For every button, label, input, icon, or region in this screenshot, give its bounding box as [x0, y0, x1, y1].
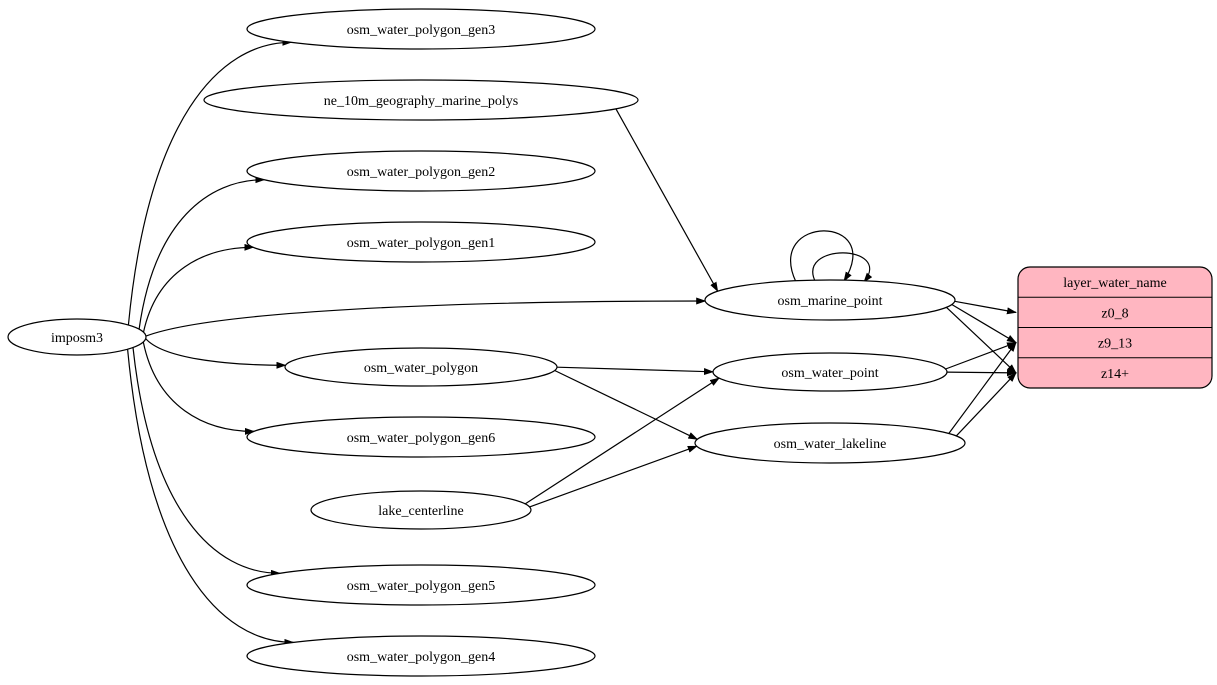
- edge-imposm3-osm_water_polygon_gen4: [127, 349, 295, 646]
- node-imposm3: imposm3: [7, 318, 147, 356]
- node-label-osm_water_lakeline: osm_water_lakeline: [774, 437, 887, 452]
- node-label-osm_marine_point: osm_marine_point: [778, 294, 883, 309]
- node-shape-osm_water_polygon_gen2: [246, 150, 596, 192]
- nodes-layer: imposm3 osm_water_polygon_gen3 ne_10m_geog…: [7, 8, 1213, 677]
- edge-osm_water_lakeline-z14+: [955, 372, 1017, 437]
- node-label-imposm3: imposm3: [51, 331, 103, 346]
- node-shape-osm_water_lakeline: [694, 422, 966, 464]
- node-osm_water_polygon_gen6: osm_water_polygon_gen6: [246, 416, 596, 458]
- edge-imposm3-osm_marine_point: [145, 297, 707, 337]
- node-lake_centerline: lake_centerline: [310, 490, 532, 530]
- node-shape-ne_10m_geography_marine_polys: [203, 79, 639, 121]
- node-shape-osm_water_polygon_gen4: [246, 635, 596, 677]
- node-layer_water_name: layer_water_name z0_8 z9_13 z14+: [1017, 266, 1213, 389]
- node-osm_water_polygon_gen4: osm_water_polygon_gen4: [246, 635, 596, 677]
- node-label-osm_water_point: osm_water_point: [781, 366, 878, 381]
- node-shape-osm_water_point: [712, 352, 948, 392]
- node-shape-osm_water_polygon_gen1: [246, 221, 596, 263]
- node-shape-osm_water_polygon_gen5: [246, 564, 596, 606]
- node-ne_10m_geography_marine_polys: ne_10m_geography_marine_polys: [203, 79, 639, 121]
- record-title: layer_water_name: [1063, 276, 1166, 291]
- edge-osm_water_point-z14+: [946, 369, 1017, 377]
- node-label-osm_water_polygon_gen2: osm_water_polygon_gen2: [347, 165, 496, 180]
- node-osm_water_polygon_gen1: osm_water_polygon_gen1: [246, 221, 596, 263]
- edge-imposm3-osm_water_polygon_gen6: [142, 341, 255, 435]
- record-row-z0_8: z0_8: [1101, 306, 1128, 321]
- edge-ne_10m_geography_marine_polys-osm_marine_point: [615, 108, 719, 293]
- node-label-osm_water_polygon_gen3: osm_water_polygon_gen3: [347, 23, 496, 38]
- node-label-osm_water_polygon_gen6: osm_water_polygon_gen6: [347, 431, 496, 446]
- edge-osm_marine_point-z14+: [945, 306, 1017, 374]
- node-shape-osm_marine_point: [704, 279, 956, 321]
- edge-osm_marine_point-z0_8: [954, 300, 1017, 315]
- node-label-osm_water_polygon_gen1: osm_water_polygon_gen1: [347, 236, 496, 251]
- edge-lake_centerline-osm_water_point: [524, 377, 720, 505]
- edges-layer: [127, 38, 1017, 646]
- edge-imposm3-osm_water_polygon: [145, 338, 287, 369]
- node-shape-osm_water_polygon_gen6: [246, 416, 596, 458]
- node-osm_water_polygon: osm_water_polygon: [284, 347, 558, 387]
- edge-osm_water_lakeline-z9_13: [948, 341, 1017, 434]
- node-label-osm_water_polygon_gen5: osm_water_polygon_gen5: [347, 579, 496, 594]
- node-osm_water_point: osm_water_point: [712, 352, 948, 392]
- node-shape-osm_water_polygon_gen3: [246, 8, 596, 50]
- edge-imposm3-osm_water_polygon_gen2: [138, 176, 266, 330]
- node-osm_water_polygon_gen2: osm_water_polygon_gen2: [246, 150, 596, 192]
- node-label-osm_water_polygon_gen4: osm_water_polygon_gen4: [347, 650, 496, 665]
- edge-osm_marine_point-z9_13: [951, 303, 1017, 344]
- record-row-z14+: z14+: [1101, 367, 1129, 382]
- edge-osm_marine_point-osm_marine_point-self-2: [812, 252, 873, 284]
- node-shape-osm_water_polygon: [284, 347, 558, 387]
- edge-osm_water_polygon-osm_water_point: [556, 366, 714, 376]
- node-shape-imposm3: [7, 318, 147, 356]
- node-shape-lake_centerline: [310, 490, 532, 530]
- node-label-lake_centerline: lake_centerline: [378, 504, 464, 519]
- node-osm_marine_point: osm_marine_point: [704, 279, 956, 321]
- edge-osm_marine_point-osm_marine_point-self-1: [789, 230, 854, 283]
- edge-lake_centerline-osm_water_lakeline: [529, 445, 698, 508]
- node-osm_water_polygon_gen5: osm_water_polygon_gen5: [246, 564, 596, 606]
- node-label-osm_water_polygon: osm_water_polygon: [364, 361, 478, 376]
- edge-imposm3-osm_water_polygon_gen1: [142, 243, 255, 333]
- edge-osm_water_polygon-osm_water_lakeline: [554, 369, 699, 440]
- record-row-z9_13: z9_13: [1098, 337, 1132, 352]
- node-osm_water_polygon_gen3: osm_water_polygon_gen3: [246, 8, 596, 50]
- node-label-ne_10m_geography_marine_polys: ne_10m_geography_marine_polys: [324, 94, 518, 109]
- edge-osm_water_point-z9_13: [945, 342, 1017, 370]
- edge-imposm3-osm_water_polygon_gen5: [132, 347, 281, 577]
- node-osm_water_lakeline: osm_water_lakeline: [694, 422, 966, 464]
- edge-imposm3-osm_water_polygon_gen3: [127, 38, 293, 326]
